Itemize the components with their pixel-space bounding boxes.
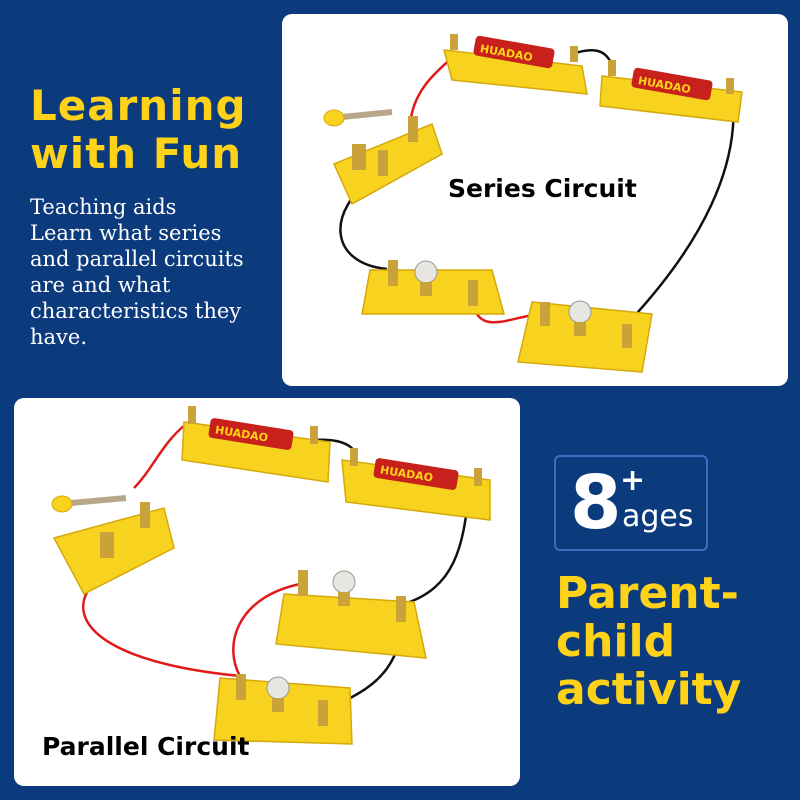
headline-line-1: Learning <box>30 81 247 130</box>
battery-holder: HUADAO <box>181 406 331 483</box>
description-line: are and what <box>30 273 171 297</box>
parallel-circuit-illustration: HUADAO HUADAO <box>51 406 491 745</box>
series-circuit-label: Series Circuit <box>448 174 637 203</box>
bulb-holder <box>275 570 427 659</box>
age-badge: 8 + ages <box>554 455 708 551</box>
bulb-holder <box>517 300 653 373</box>
activity-line-1: Parent- <box>556 568 739 619</box>
bulb-holder <box>213 674 353 745</box>
parallel-circuit-label: Parallel Circuit <box>42 732 250 761</box>
series-circuit-illustration: HUADAO HUADAO <box>323 34 743 373</box>
switch <box>51 495 175 596</box>
description-line: Learn what series <box>30 221 222 245</box>
description: Teaching aids Learn what series and para… <box>30 194 280 350</box>
battery-holder: HUADAO <box>341 448 491 521</box>
description-line: Teaching aids <box>30 195 177 219</box>
description-line: and parallel circuits <box>30 247 244 271</box>
headline: Learning with Fun <box>30 82 247 178</box>
bulb-holder <box>361 260 505 315</box>
age-plus: + <box>620 463 646 498</box>
description-line: have. <box>30 325 88 349</box>
headline-line-2: with Fun <box>30 129 243 178</box>
red-wire <box>232 582 301 677</box>
switch <box>323 109 443 206</box>
activity-line-3: activity <box>556 664 742 715</box>
description-line: characteristics they <box>30 299 242 323</box>
activity-line-2: child <box>556 616 676 667</box>
activity-text: Parent- child activity <box>556 570 741 714</box>
battery-holder: HUADAO <box>442 34 588 95</box>
age-text: ages <box>622 499 694 534</box>
series-circuit-panel: HUADAO HUADAO <box>282 14 788 386</box>
battery-holder: HUADAO <box>599 60 743 123</box>
parallel-circuit-panel: HUADAO HUADAO <box>14 398 520 786</box>
black-wire <box>626 89 735 325</box>
age-number: 8 <box>570 460 622 546</box>
